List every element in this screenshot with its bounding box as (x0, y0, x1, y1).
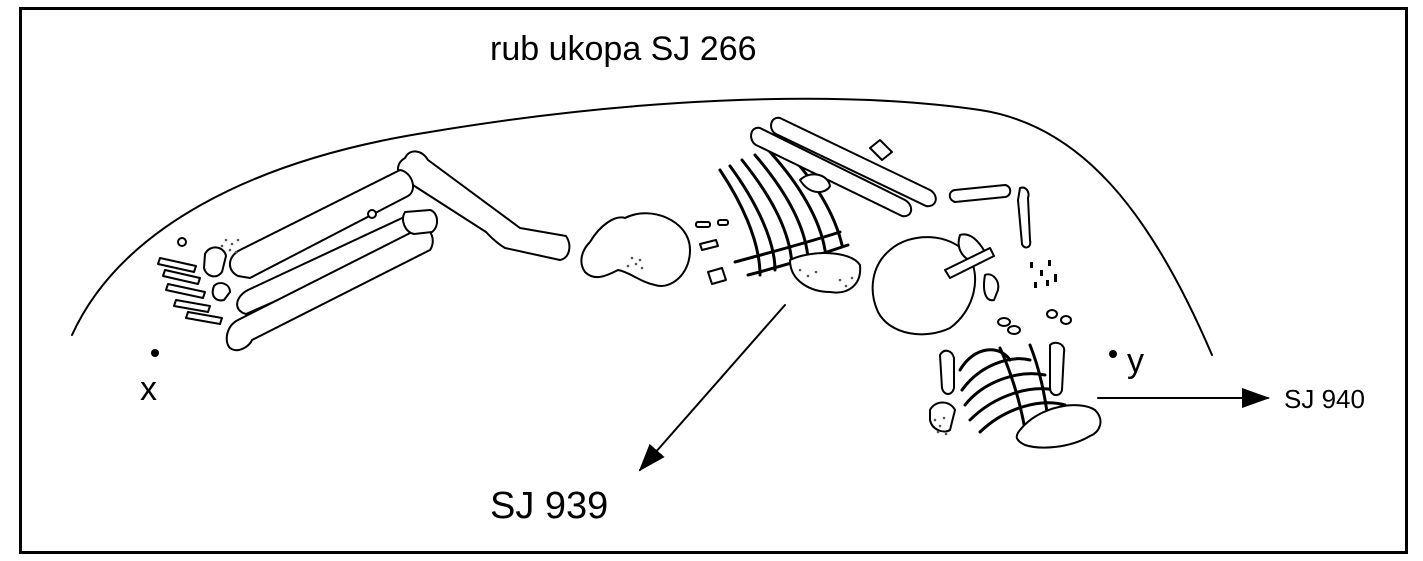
pit-edge-label: rub ukopa SJ 266 (490, 30, 757, 68)
arrow-sj939 (638, 304, 786, 472)
skeleton-right-lower (929, 341, 1102, 449)
sj939-label: SJ 939 (490, 485, 608, 527)
skeleton-left-ribcage (718, 116, 937, 294)
figure-frame (19, 7, 1408, 554)
point-x-marker (151, 349, 159, 357)
pit-edge-line (71, 97, 1213, 356)
point-x-label: x (140, 370, 157, 408)
point-y-label: y (1127, 342, 1144, 380)
skeleton-left-pelvis (580, 212, 691, 287)
point-y-marker (1109, 350, 1117, 358)
sj940-label: SJ 940 (1284, 384, 1365, 414)
skeleton-right-upper (871, 184, 1072, 336)
bone-fragments (695, 219, 729, 285)
skeleton-left-legs (157, 150, 571, 352)
